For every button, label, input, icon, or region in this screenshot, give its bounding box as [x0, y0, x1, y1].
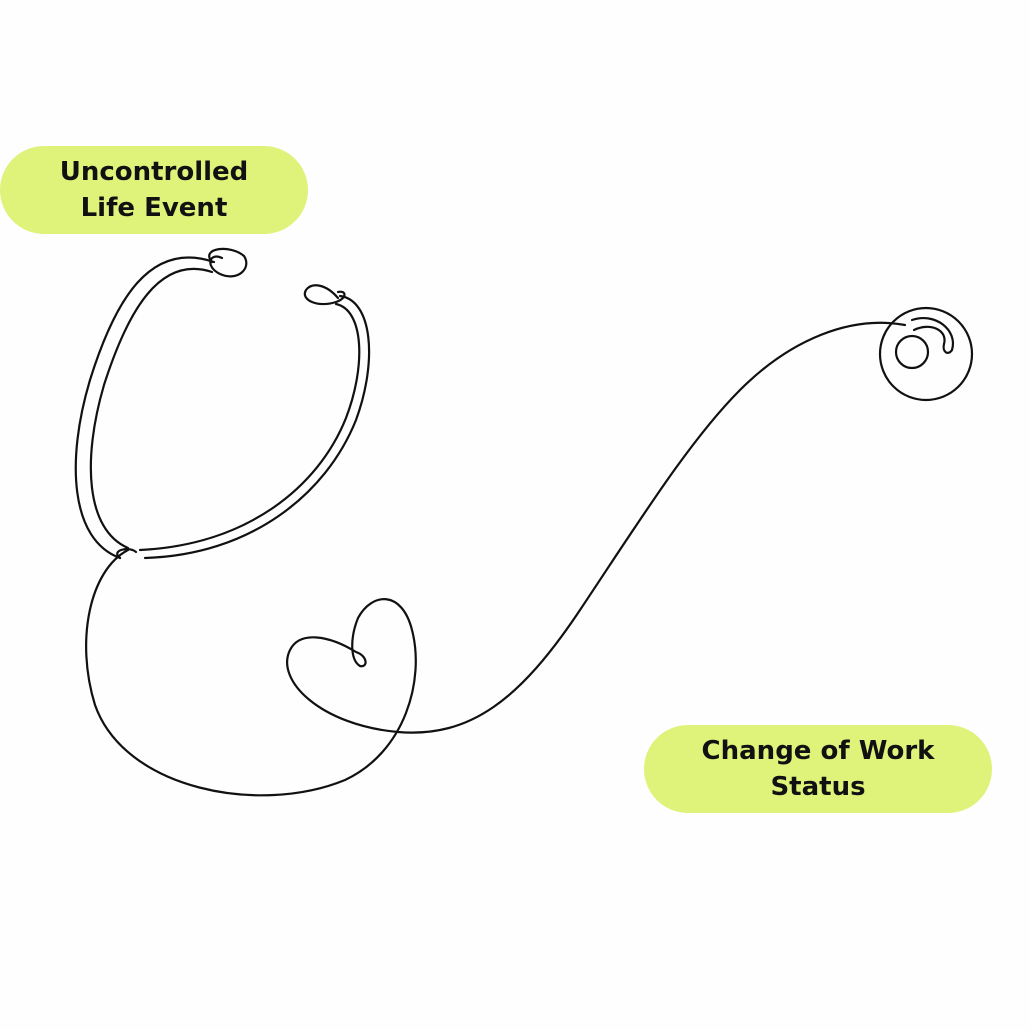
label-uncontrolled-life-event: Uncontrolled Life Event	[0, 146, 308, 234]
left-arm-inner	[89, 267, 214, 550]
label-top-line2: Life Event	[80, 193, 228, 223]
label-top-line1: Uncontrolled	[59, 157, 249, 187]
label-bottom-line1: Change of Work	[701, 736, 935, 766]
right-earpiece	[303, 284, 346, 306]
right-arm-outer	[143, 294, 371, 560]
chest-piece-ring	[910, 317, 955, 354]
label-bottom-line2: Status	[770, 772, 866, 802]
left-arm-outer	[74, 256, 216, 560]
main-tube	[85, 321, 907, 797]
label-change-of-work-status: Change of Work Status	[644, 725, 992, 813]
chest-piece-outer	[878, 306, 974, 402]
chest-piece-inner	[894, 334, 930, 370]
right-arm-inner	[138, 302, 361, 552]
